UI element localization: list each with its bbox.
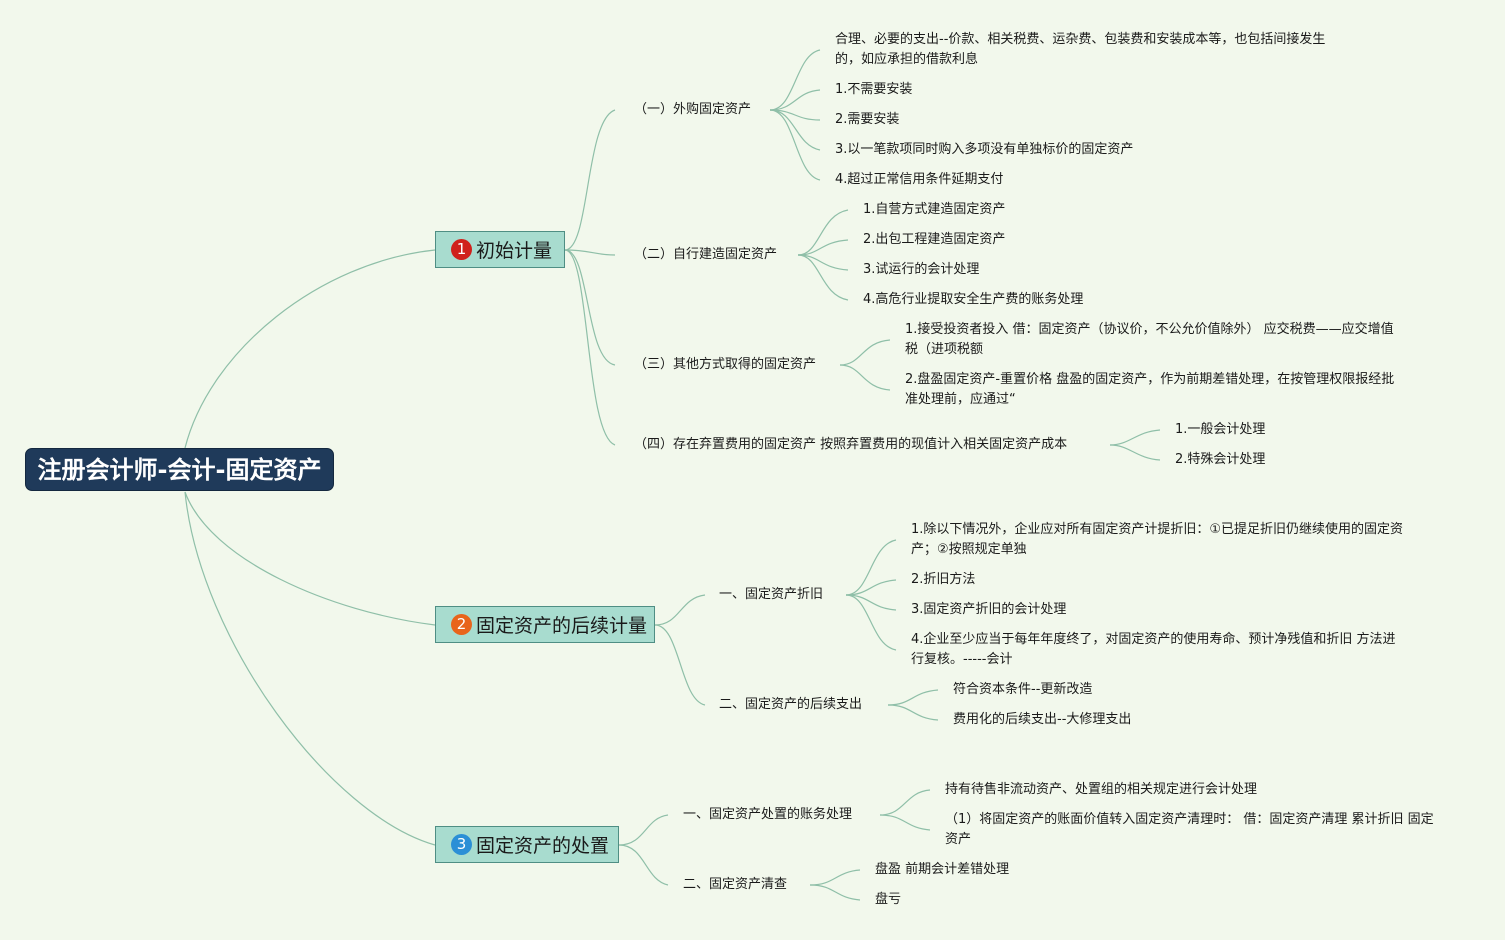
- leaf-item[interactable]: 2.盘盈固定资产-重置价格 盘盈的固定资产，作为前期差错处理，在按管理权限报经批…: [905, 372, 1395, 407]
- leaf-item[interactable]: 4.高危行业提取安全生产费的账务处理: [863, 292, 1084, 307]
- link-c1-l1: [769, 49, 821, 111]
- link-t3c1-l2: [879, 814, 931, 831]
- leaf-item[interactable]: 盘盈 前期会计差错处理: [875, 862, 1010, 877]
- link-t2c2-l2: [887, 704, 939, 721]
- leaf-item[interactable]: 2.特殊会计处理: [1175, 452, 1266, 467]
- leaf-item[interactable]: 持有待售非流动资产、处置组的相关规定进行会计处理: [945, 782, 1258, 797]
- link-root-topic2: [184, 491, 436, 626]
- link-t2-c1: [654, 594, 706, 626]
- link-t1-c3: [564, 249, 616, 366]
- leaf-item[interactable]: 合理、必要的支出--价款、相关税费、运杂费、包装费和安装成本等，也包括间接发生的…: [835, 32, 1326, 67]
- leaf-item[interactable]: 4.企业至少应当于每年年度终了，对固定资产的使用寿命、预计净残值和折旧 方法进行…: [911, 632, 1396, 667]
- leaf-item[interactable]: 1.除以下情况外，企业应对所有固定资产计提折旧：①已提足折旧仍继续使用的固定资产…: [911, 522, 1404, 557]
- subtopic-purchased-assets[interactable]: （一）外购固定资产: [634, 102, 752, 117]
- leaf-item[interactable]: 2.需要安装: [835, 112, 900, 127]
- leaf-item[interactable]: 盘亏: [875, 892, 902, 907]
- leaf-item[interactable]: 2.出包工程建造固定资产: [863, 232, 1006, 247]
- topic-label: 固定资产的处置: [476, 835, 610, 857]
- topic-subsequent-measurement[interactable]: 2 固定资产的后续计量: [435, 606, 655, 643]
- number-badge: 1: [451, 239, 472, 260]
- link-c2-l4: [797, 254, 849, 301]
- leaf-item[interactable]: 1.一般会计处理: [1175, 422, 1266, 437]
- link-t3-c1: [618, 814, 669, 846]
- subtopic-disposal-accounting[interactable]: 一、固定资产处置的账务处理: [683, 807, 853, 822]
- link-c4-l1: [1109, 429, 1161, 446]
- link-c2-l2: [797, 239, 849, 256]
- link-root-topic1: [184, 249, 436, 449]
- link-c3-l2: [839, 364, 891, 391]
- subtopic-other-methods[interactable]: （三）其他方式取得的固定资产: [634, 357, 817, 372]
- link-c4-l2: [1109, 444, 1161, 461]
- leaf-item[interactable]: 2.折旧方法: [911, 572, 976, 587]
- link-t3-c2: [618, 844, 669, 886]
- subtopic-asset-inventory-check[interactable]: 二、固定资产清查: [683, 877, 788, 892]
- leaf-item[interactable]: 3.固定资产折旧的会计处理: [911, 602, 1067, 617]
- link-c3-l1: [839, 339, 891, 366]
- leaf-item[interactable]: 符合资本条件--更新改造: [953, 682, 1093, 697]
- leaf-item[interactable]: 4.超过正常信用条件延期支付: [835, 172, 1004, 187]
- number-badge: 2: [451, 614, 472, 635]
- link-t2c1-l1: [845, 539, 897, 596]
- leaf-item[interactable]: （1）将固定资产的账面价值转入固定资产清理时： 借：固定资产清理 累计折旧 固定…: [945, 812, 1434, 847]
- link-root-topic3: [184, 491, 436, 846]
- subtopic-depreciation[interactable]: 一、固定资产折旧: [719, 587, 824, 602]
- topic-label: 初始计量: [476, 240, 553, 262]
- leaf-item[interactable]: 3.试运行的会计处理: [863, 262, 980, 277]
- leaf-item[interactable]: 3.以一笔款项同时购入多项没有单独标价的固定资产: [835, 142, 1134, 157]
- link-c1-l2: [769, 89, 821, 111]
- link-t1-c1: [564, 109, 616, 251]
- root-node[interactable]: 注册会计师-会计-固定资产: [25, 448, 334, 491]
- number-badge: 3: [451, 834, 472, 855]
- link-t3c1-l1: [879, 789, 931, 816]
- topic-initial-measurement[interactable]: 1 初始计量: [435, 231, 565, 268]
- link-t1-c4: [564, 249, 616, 446]
- link-t3c2-l2: [809, 884, 861, 901]
- topic-label: 固定资产的后续计量: [476, 615, 648, 637]
- subtopic-self-constructed[interactable]: （二）自行建造固定资产: [634, 247, 778, 262]
- link-t1-c2: [564, 249, 616, 256]
- leaf-item[interactable]: 1.自营方式建造固定资产: [863, 202, 1006, 217]
- subtopic-abandonment-costs[interactable]: （四）存在弃置费用的固定资产 按照弃置费用的现值计入相关固定资产成本: [634, 437, 1068, 452]
- leaf-item[interactable]: 费用化的后续支出--大修理支出: [953, 712, 1132, 727]
- leaf-item[interactable]: 1.不需要安装: [835, 82, 913, 97]
- link-c2-l1: [797, 209, 849, 256]
- link-t2c1-l2: [845, 579, 897, 596]
- subtopic-subsequent-expenditure[interactable]: 二、固定资产的后续支出: [719, 697, 863, 712]
- link-t2c2-l1: [887, 689, 939, 706]
- link-t3c2-l1: [809, 869, 861, 886]
- link-c1-l4: [769, 109, 821, 151]
- leaf-item[interactable]: 1.接受投资者投入 借：固定资产（协议价，不公允价值除外） 应交税费——应交增值…: [905, 322, 1394, 357]
- link-t2c1-l4: [845, 594, 897, 651]
- link-t2-c2: [654, 624, 706, 706]
- link-c1-l5: [769, 109, 821, 181]
- topic-disposal[interactable]: 3 固定资产的处置: [435, 826, 619, 863]
